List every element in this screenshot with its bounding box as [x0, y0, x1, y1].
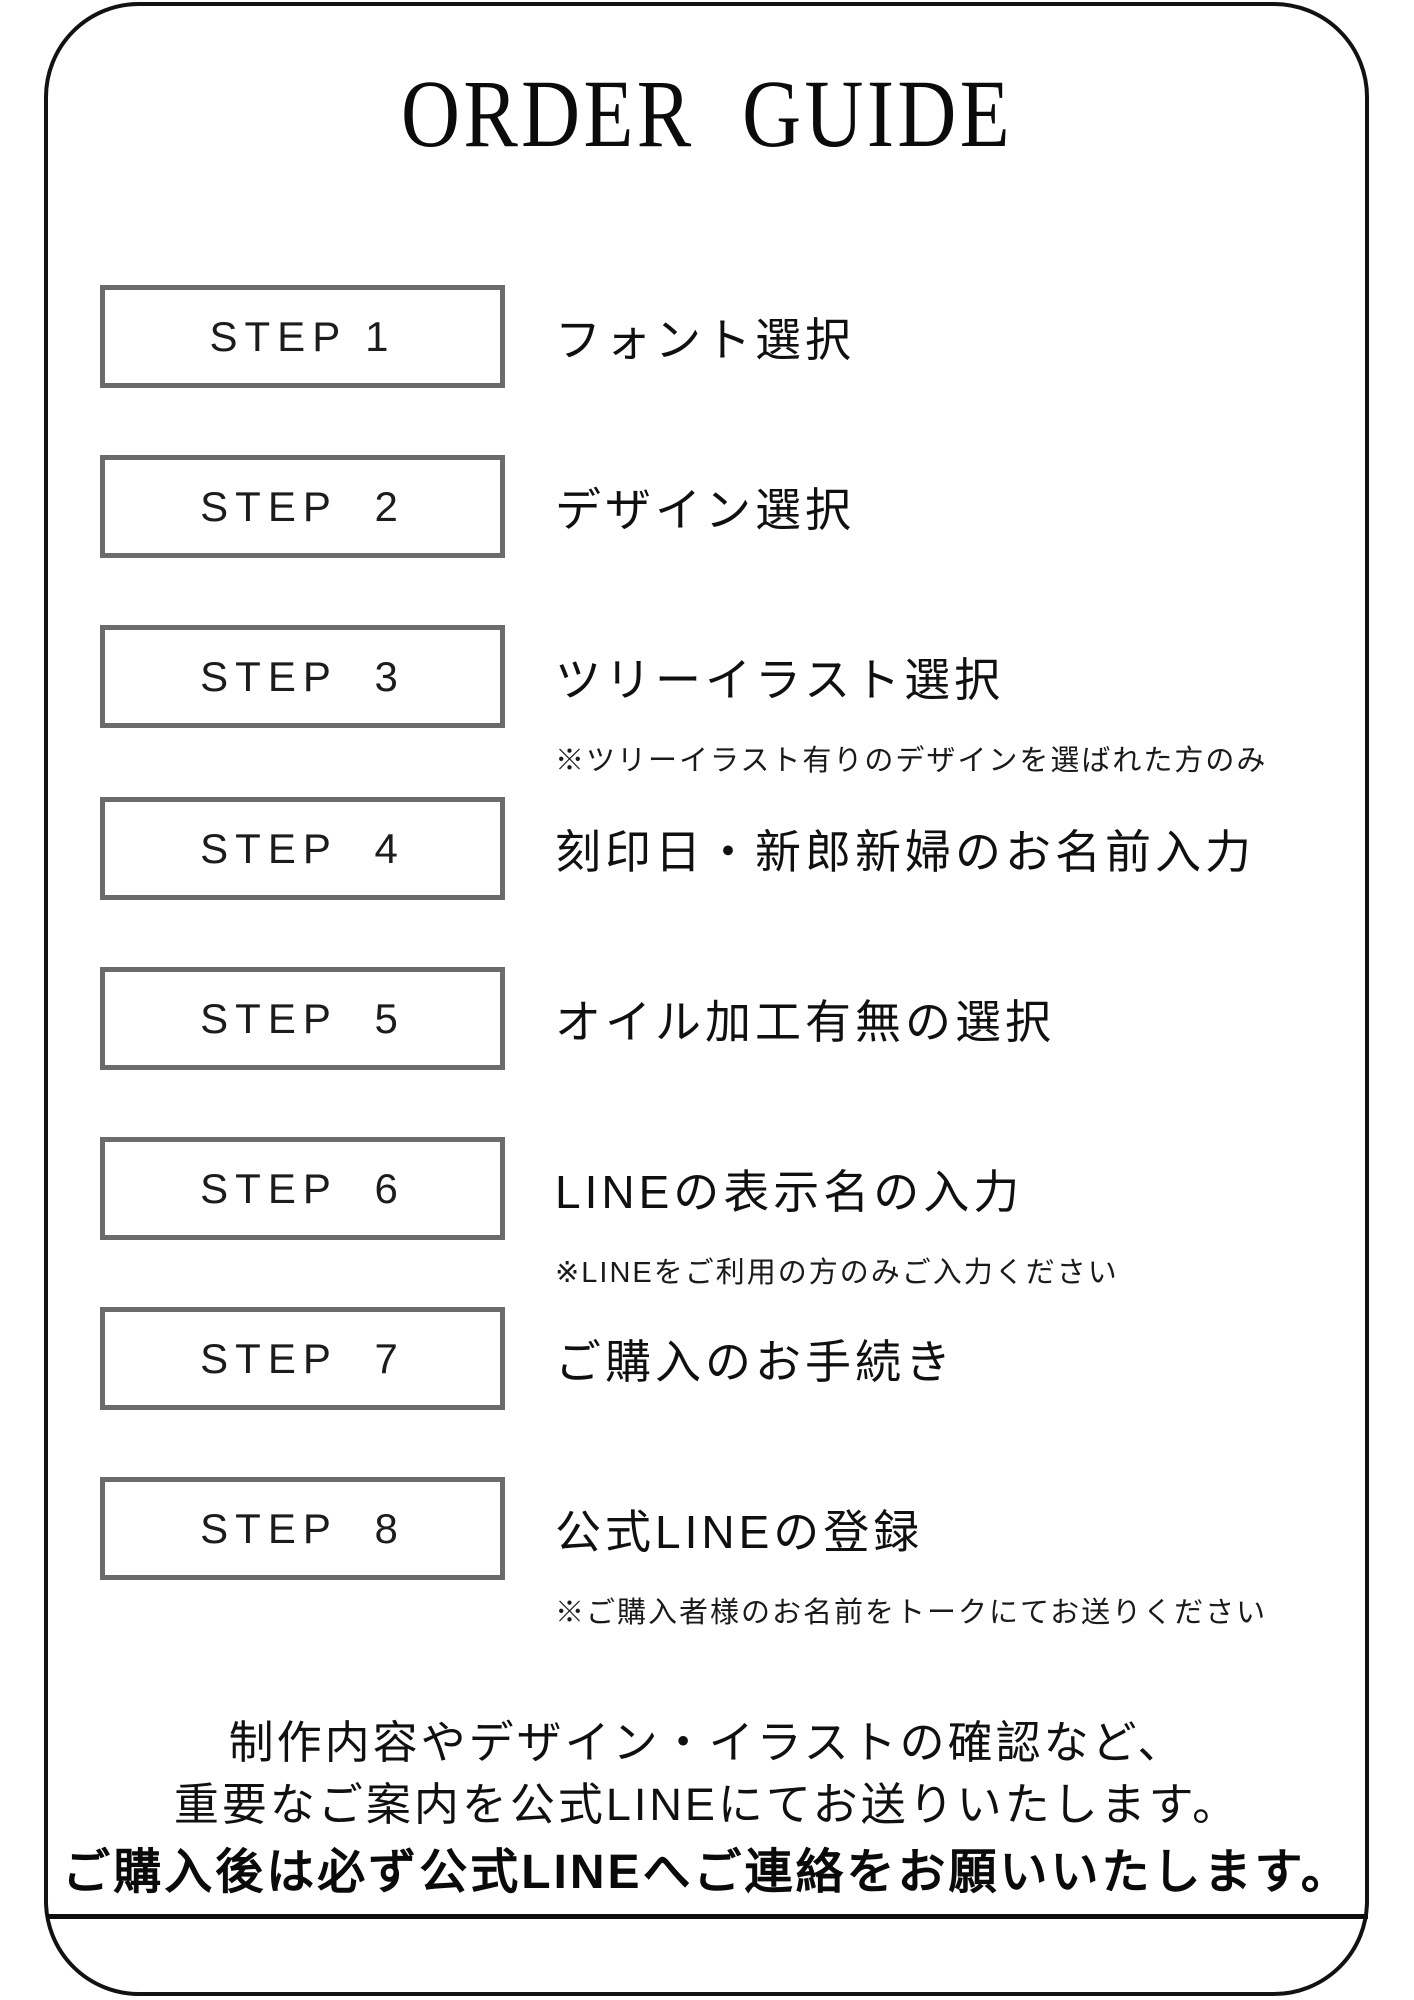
step-row-8: STEP 8 公式LINEの登録 ※ご購入者様のお名前をトークにてお送りください	[100, 1477, 1380, 1629]
step-3-note: ※ツリーイラスト有りのデザインを選ばれた方のみ	[555, 745, 1268, 777]
page-title: ORDER GUIDE	[401, 60, 1013, 167]
step-5-box: STEP 5	[100, 967, 505, 1070]
step-5-label: STEP 5	[200, 994, 405, 1042]
step-row-4: STEP 4 刻印日・新郎新婦のお名前入力	[100, 797, 1380, 900]
step-2-label: STEP 2	[200, 482, 405, 530]
step-row-2: STEP 2 デザイン選択	[100, 455, 1380, 558]
step-6-box: STEP 6	[100, 1137, 505, 1240]
step-3-label: STEP 3	[200, 652, 405, 700]
step-1-description: フォント選択	[555, 313, 855, 366]
step-4-box: STEP 4	[100, 797, 505, 900]
step-8-note: ※ご購入者様のお名前をトークにてお送りください	[555, 1597, 1268, 1629]
step-3-box: STEP 3	[100, 625, 505, 728]
step-6-note: ※LINEをご利用の方のみご入力ください	[555, 1257, 1119, 1289]
step-8-description: 公式LINEの登録	[555, 1505, 924, 1558]
step-7-description: ご購入のお手続き	[555, 1335, 955, 1388]
step-8-label: STEP 8	[200, 1504, 405, 1552]
step-4-description: 刻印日・新郎新婦のお名前入力	[555, 825, 1255, 878]
step-1-label: STEP 1	[209, 312, 396, 360]
step-7-label: STEP 7	[200, 1334, 405, 1382]
step-3-description: ツリーイラスト選択	[555, 653, 1005, 706]
footer-notice-line-3: ご購入後は必ず公式LINEへご連絡をお願いいたします。	[0, 1832, 1414, 1919]
step-row-6: STEP 6 LINEの表示名の入力 ※LINEをご利用の方のみご入力ください	[100, 1137, 1380, 1289]
footer-notice-line-1: 制作内容やデザイン・イラストの確認など、	[228, 1717, 1186, 1768]
step-row-5: STEP 5 オイル加工有無の選択	[100, 967, 1380, 1070]
step-row-7: STEP 7 ご購入のお手続き	[100, 1307, 1380, 1410]
step-row-3: STEP 3 ツリーイラスト選択 ※ツリーイラスト有りのデザインを選ばれた方のみ	[100, 625, 1380, 777]
step-4-label: STEP 4	[200, 824, 405, 872]
step-7-box: STEP 7	[100, 1307, 505, 1410]
footer-notice-line-2: 重要なご案内を公式LINEにてお送りいたします。	[173, 1779, 1241, 1830]
step-row-1: STEP 1 フォント選択	[100, 285, 1380, 388]
footer-notice-emphasis: ご購入後は必ず公式LINEへご連絡をお願いいたします。	[46, 1832, 1368, 1919]
step-2-box: STEP 2	[100, 455, 505, 558]
step-2-description: デザイン選択	[555, 483, 855, 536]
step-6-description: LINEの表示名の入力	[555, 1165, 1024, 1218]
step-1-box: STEP 1	[100, 285, 505, 388]
step-8-box: STEP 8	[100, 1477, 505, 1580]
step-5-description: オイル加工有無の選択	[555, 995, 1055, 1048]
step-6-label: STEP 6	[200, 1164, 405, 1212]
